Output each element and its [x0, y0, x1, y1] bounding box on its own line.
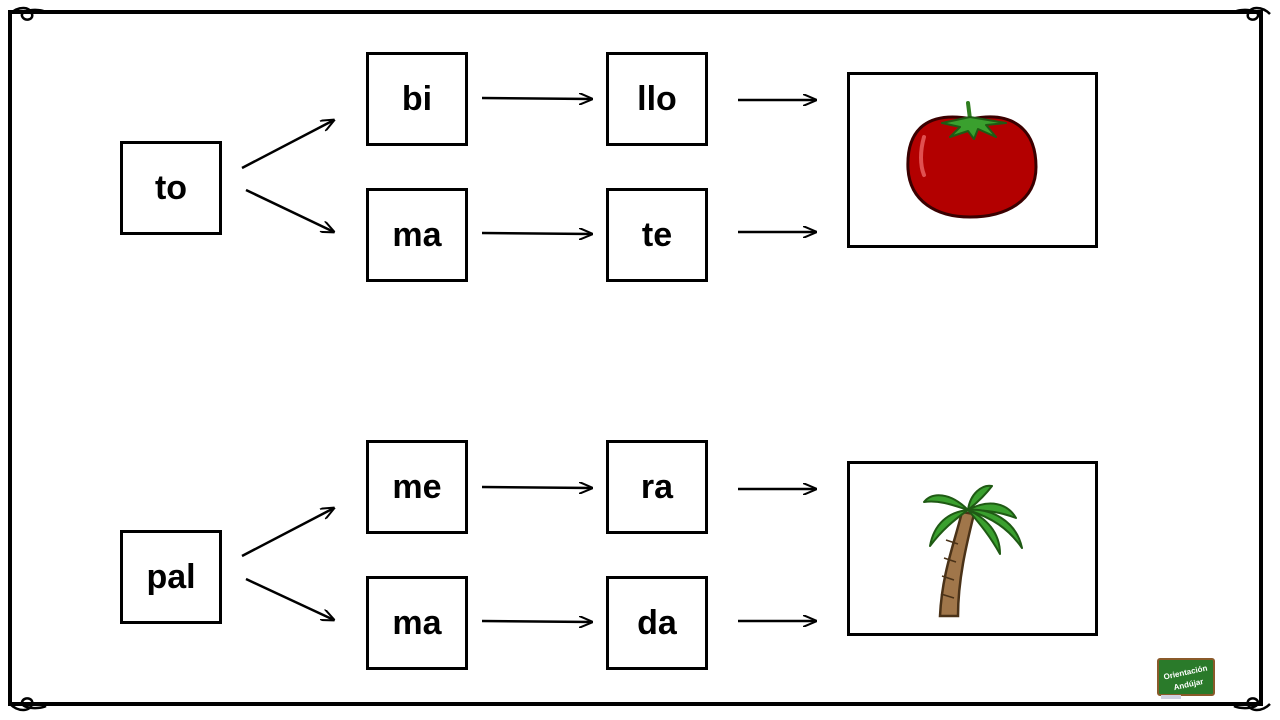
arrow — [481, 621, 592, 622]
arrow — [241, 508, 334, 558]
syllable-box: llo — [606, 52, 708, 146]
orientacion-andujar-logo: Orientación Andújar — [1157, 658, 1215, 700]
picture-box-palm — [847, 461, 1098, 636]
tomato-icon — [906, 101, 1038, 219]
arrow — [245, 577, 334, 620]
corner-curl-icon — [1233, 697, 1271, 712]
syllable-box: me — [366, 440, 468, 534]
palm-tree-icon — [923, 484, 1023, 618]
corner-curl-icon — [9, 6, 47, 21]
syllable-box: te — [606, 188, 708, 282]
chalkboard-logo-icon: Orientación Andújar — [1157, 658, 1215, 699]
page-frame — [8, 10, 1263, 706]
syllable-box: da — [606, 576, 708, 670]
syllable-root-box: to — [120, 141, 222, 235]
syllable-box: ra — [606, 440, 708, 534]
arrow — [245, 188, 334, 232]
arrow — [481, 98, 592, 99]
picture-box-tomato — [847, 72, 1098, 248]
corner-curl-icon — [1233, 6, 1271, 21]
arrow — [241, 120, 334, 170]
syllable-box: ma — [366, 576, 468, 670]
arrow — [481, 487, 592, 488]
syllable-box: bi — [366, 52, 468, 146]
arrow — [481, 233, 592, 234]
syllable-box: ma — [366, 188, 468, 282]
corner-curl-icon — [9, 697, 47, 712]
syllable-root-box: pal — [120, 530, 222, 624]
